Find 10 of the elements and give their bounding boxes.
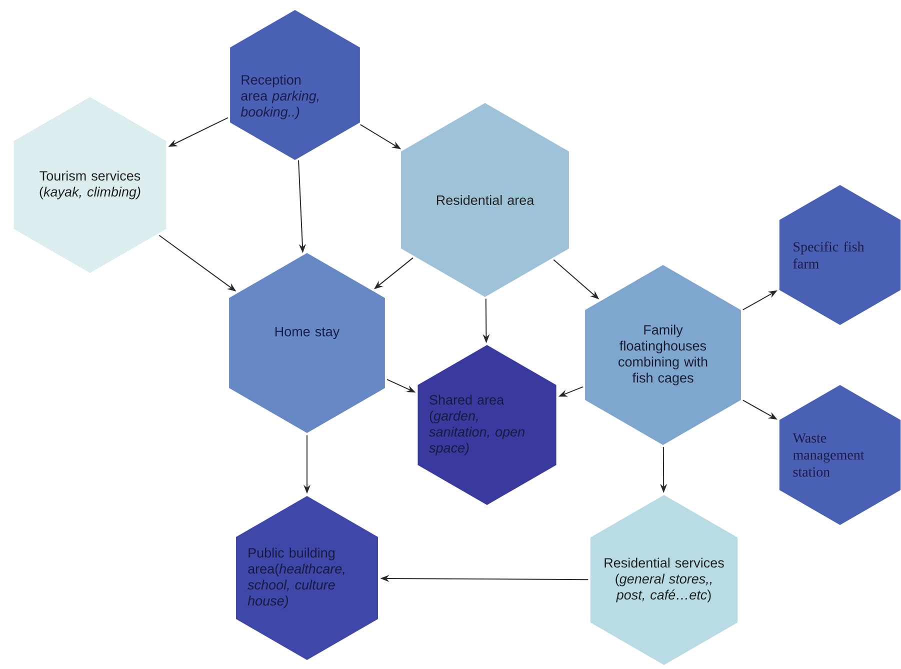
hexagon-node: Reception area parking, booking..) xyxy=(230,10,360,160)
hexagon-node: Home stay xyxy=(229,253,385,433)
hexagon-node: Residential services (general stores,, post, café…etc) xyxy=(590,495,738,665)
hexagon-node: Family floatinghouses combining with fish cages xyxy=(585,265,741,445)
hexagon-node: Public building area(healthcare, school, culture house) xyxy=(236,496,378,660)
hexagon-node: Shared area (garden, sanitation, open space) xyxy=(418,345,556,505)
hexagon-node: Waste management station xyxy=(779,385,901,525)
hexagon-node: Residential area xyxy=(401,103,570,297)
hexagon-node: Tourism services (kayak, climbing) xyxy=(14,97,166,273)
hexagon-node: Specific fish farm xyxy=(779,185,901,325)
